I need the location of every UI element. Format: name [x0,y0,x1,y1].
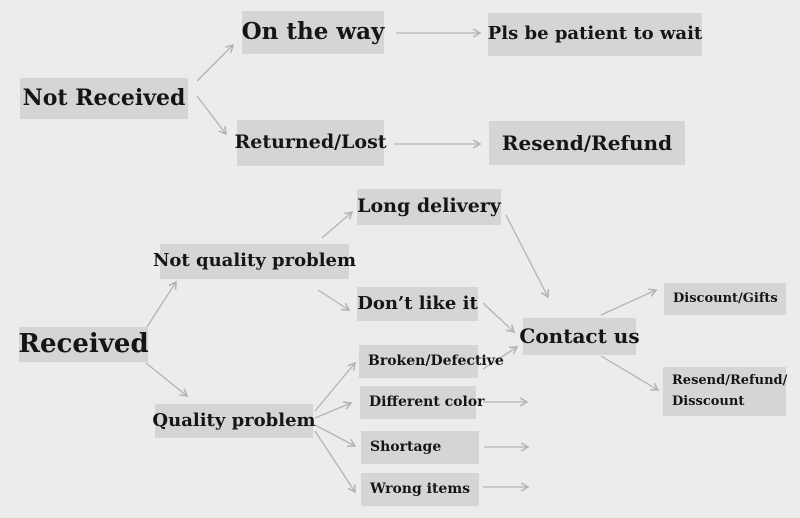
edge-long-delivery-to-contact-us [505,214,550,299]
edge-quality-problem-to-broken-defective [314,361,357,412]
node-resend-refund: Resend/Refund [489,121,685,165]
edge-not-quality-problem-to-long-delivery [321,210,354,239]
node-discount-gifts: Discount/Gifts [664,283,786,315]
node-broken-defective: Broken/Defective [359,345,504,378]
node-long-delivery: Long delivery [357,189,501,225]
node-quality-problem: Quality problem [152,404,316,438]
node-contact-us: Contact us [519,318,640,355]
node-received: Received [18,327,149,362]
edge-not-received-to-on-the-way [196,43,235,82]
edge-dont-like-it-to-contact-us [482,302,516,334]
edge-quality-problem-to-different-color [314,401,353,419]
node-not-received: Not Received [20,78,188,119]
node-returned-lost: Returned/Lost [234,120,387,166]
node-shortage: Shortage [361,431,479,464]
node-not-quality-problem: Not quality problem [153,244,356,279]
edge-received-to-not-quality-problem [142,280,177,334]
node-different-color: Different color [360,386,485,419]
edge-not-received-to-returned-lost [196,95,227,136]
edge-quality-problem-to-shortage [314,424,357,448]
node-pls-be-patient-to-wait: Pls be patient to wait [488,13,702,56]
node-resend-refund-disscount-line2: Disscount [672,393,745,409]
edge-received-to-quality-problem [145,362,189,397]
node-resend-refund-disscount-line1: Resend/Refund/ [672,373,788,389]
node-on-the-way: On the way [242,11,384,54]
node-dont-like-it: Don’t like it [357,287,478,321]
edge-quality-problem-to-wrong-items [314,430,356,494]
edge-contact-us-to-discount-gifts [600,288,658,316]
edge-broken-defective-to-contact-us [482,346,519,370]
edge-not-quality-problem-to-dont-like-it [317,289,351,311]
node-wrong-items: Wrong items [361,473,479,506]
node-resend-refund-disscount: Resend/Refund/ Disscount [663,367,788,416]
edge-contact-us-to-resend-refund-disscount [600,355,660,391]
